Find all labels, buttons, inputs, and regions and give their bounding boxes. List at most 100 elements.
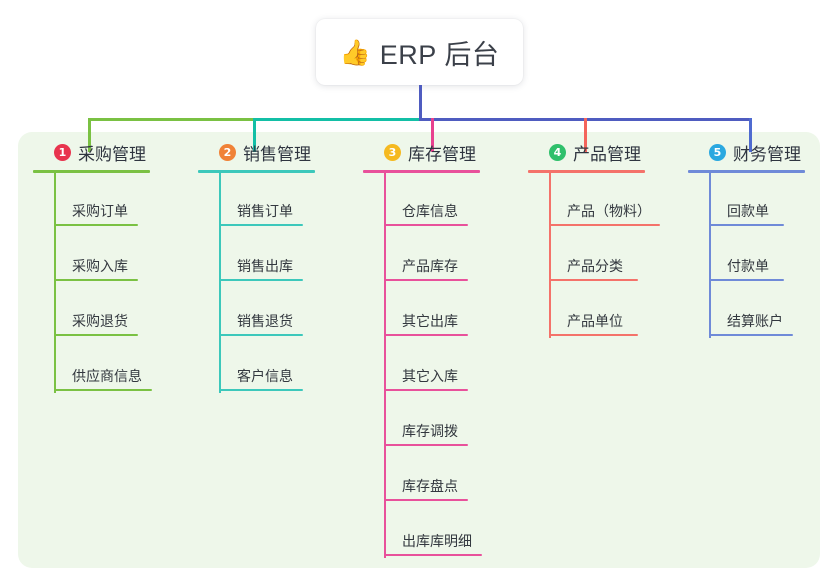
branch-underline — [363, 170, 480, 173]
leaf-item[interactable]: 采购退货 — [54, 283, 150, 338]
branch-header-财务管理[interactable]: 5 财务管理 — [688, 139, 805, 165]
leaf-label: 产品单位 — [567, 313, 623, 329]
leaf-item[interactable]: 客户信息 — [219, 338, 315, 393]
leaf-underline — [220, 389, 303, 391]
leaf-underline — [710, 224, 784, 226]
branch-items: 销售订单销售出库销售退货客户信息 — [198, 173, 315, 393]
drop-line-sales — [253, 118, 256, 152]
leaf-label: 销售订单 — [237, 203, 293, 219]
leaf-underline — [385, 279, 468, 281]
branch-items: 产品（物料） 产品分类产品单位 — [528, 173, 660, 338]
branch-underline — [33, 170, 150, 173]
branches-panel — [18, 132, 820, 568]
leaf-underline — [55, 389, 152, 391]
branch-spine — [549, 173, 551, 338]
leaf-label: 回款单 — [727, 203, 769, 219]
leaf-item[interactable]: 产品库存 — [384, 228, 480, 283]
leaf-item[interactable]: 付款单 — [709, 228, 805, 283]
leaf-item[interactable]: 其它出库 — [384, 283, 480, 338]
branch-title: 库存管理 — [408, 144, 476, 164]
branch-items: 采购订单采购入库采购退货供应商信息 — [33, 173, 152, 393]
leaf-item[interactable]: 产品（物料） — [549, 173, 660, 228]
branch-underline — [198, 170, 315, 173]
branch-items: 回款单付款单结算账户 — [688, 173, 805, 338]
leaf-underline — [385, 444, 468, 446]
branch-number-badge: 5 — [709, 143, 726, 161]
leaf-label: 其它入库 — [402, 368, 458, 384]
leaf-label: 采购入库 — [72, 258, 128, 274]
hbar-segment-teal — [253, 118, 422, 121]
branch-underline — [688, 170, 805, 173]
leaf-underline — [385, 499, 468, 501]
branch-underline — [528, 170, 645, 173]
leaf-underline — [385, 554, 482, 556]
leaf-item[interactable]: 库存调拨 — [384, 393, 480, 448]
leaf-item[interactable]: 其它入库 — [384, 338, 480, 393]
leaf-underline — [385, 389, 468, 391]
branch-title: 销售管理 — [243, 144, 311, 164]
leaf-item[interactable]: 供应商信息 — [54, 338, 152, 393]
root-title: ERP 后台 — [379, 39, 500, 70]
leaf-item[interactable]: 销售订单 — [219, 173, 315, 228]
drop-line-inventory — [431, 118, 434, 152]
leaf-label: 客户信息 — [237, 368, 293, 384]
branch-column-采购管理: 1 采购管理采购订单采购入库采购退货供应商信息 — [33, 139, 152, 393]
leaf-item[interactable]: 出库库明细 — [384, 503, 482, 558]
leaf-item[interactable]: 库存盘点 — [384, 448, 480, 503]
leaf-label: 采购订单 — [72, 203, 128, 219]
leaf-underline — [710, 279, 784, 281]
leaf-underline — [220, 279, 303, 281]
leaf-underline — [220, 224, 303, 226]
leaf-label: 产品（物料） — [567, 203, 651, 219]
branch-spine — [709, 173, 711, 338]
leaf-item[interactable]: 采购入库 — [54, 228, 150, 283]
leaf-underline — [385, 224, 468, 226]
leaf-item[interactable]: 产品单位 — [549, 283, 645, 338]
hbar-segment-green — [88, 118, 256, 121]
thumbs-up-icon: 👍 — [339, 37, 371, 67]
branch-number-badge: 1 — [54, 143, 71, 161]
branch-items: 仓库信息产品库存其它出库其它入库库存调拨库存盘点出库库明细 — [363, 173, 482, 558]
leaf-item[interactable]: 结算账户 — [709, 283, 805, 338]
branch-header-产品管理[interactable]: 4 产品管理 — [528, 139, 645, 165]
leaf-label: 销售出库 — [237, 258, 293, 274]
drop-line-product — [584, 118, 587, 152]
leaf-label: 出库库明细 — [402, 533, 472, 549]
leaf-label: 仓库信息 — [402, 203, 458, 219]
trunk-line — [419, 85, 422, 121]
branch-number-badge: 4 — [549, 143, 566, 161]
leaf-underline — [550, 224, 660, 226]
drop-line-purchase — [88, 118, 91, 152]
branch-header-库存管理[interactable]: 3 库存管理 — [363, 139, 480, 165]
leaf-item[interactable]: 采购订单 — [54, 173, 150, 228]
branch-number-badge: 3 — [384, 143, 401, 161]
leaf-label: 付款单 — [727, 258, 769, 274]
leaf-label: 其它出库 — [402, 313, 458, 329]
branch-title: 财务管理 — [733, 144, 801, 164]
leaf-label: 产品分类 — [567, 258, 623, 274]
root-node[interactable]: 👍 ERP 后台 — [316, 19, 523, 85]
branch-spine — [219, 173, 221, 393]
branch-header-采购管理[interactable]: 1 采购管理 — [33, 139, 150, 165]
leaf-underline — [220, 334, 303, 336]
leaf-underline — [55, 334, 138, 336]
leaf-item[interactable]: 仓库信息 — [384, 173, 480, 228]
leaf-underline — [710, 334, 793, 336]
drop-line-finance — [749, 118, 752, 152]
leaf-item[interactable]: 回款单 — [709, 173, 805, 228]
leaf-label: 供应商信息 — [72, 368, 142, 384]
leaf-label: 库存盘点 — [402, 478, 458, 494]
leaf-label: 销售退货 — [237, 313, 293, 329]
leaf-item[interactable]: 销售退货 — [219, 283, 315, 338]
leaf-item[interactable]: 销售出库 — [219, 228, 315, 283]
leaf-label: 库存调拨 — [402, 423, 458, 439]
leaf-item[interactable]: 产品分类 — [549, 228, 645, 283]
leaf-underline — [55, 279, 138, 281]
leaf-label: 采购退货 — [72, 313, 128, 329]
branch-title: 采购管理 — [78, 144, 146, 164]
leaf-underline — [550, 334, 638, 336]
branch-title: 产品管理 — [573, 144, 641, 164]
